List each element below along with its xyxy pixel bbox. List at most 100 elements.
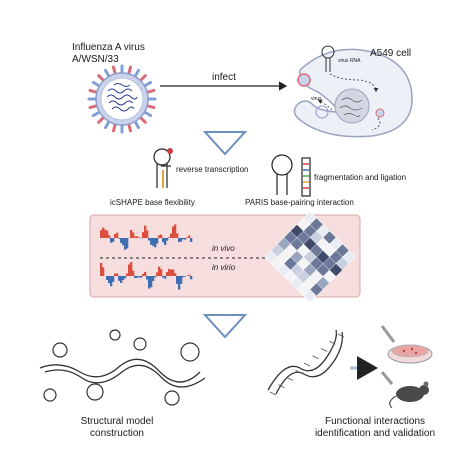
profile-bar: [100, 262, 103, 276]
profile-bar: [164, 276, 167, 279]
profile-bar: [142, 273, 145, 276]
virus-spike: [97, 115, 106, 124]
profile-bar: [140, 276, 143, 278]
profile-bar: [116, 273, 119, 276]
profile-bar: [118, 238, 121, 239]
virus-spike: [133, 68, 140, 78]
virus-spike: [143, 110, 153, 117]
virus-strain-name: Influenza A virus: [72, 42, 145, 53]
virus-spike: [145, 104, 156, 110]
profile-bar: [184, 276, 187, 277]
profile-bar: [136, 276, 139, 278]
profile-bar: [112, 238, 115, 242]
profile-bar: [146, 230, 149, 238]
profile-bar: [102, 267, 105, 276]
separator-bottom: [50, 314, 430, 339]
duplex-rung: [312, 355, 319, 360]
virus-spike: [127, 65, 133, 76]
duplex-rung: [337, 333, 345, 338]
profile-bar: [156, 238, 159, 244]
profile-bar: [174, 273, 177, 276]
profile-bar: [126, 273, 129, 276]
paris-step-label: fragmentation and ligation: [314, 173, 407, 182]
icshape-step-label: reverse transcription: [176, 165, 249, 174]
profile-bar: [112, 276, 115, 282]
virus-spike: [91, 81, 101, 88]
profile-bar: [188, 274, 191, 276]
profile-bar: [166, 272, 169, 276]
virus-spike: [138, 115, 147, 124]
profile-bar: [110, 238, 113, 243]
virus-spike: [138, 74, 147, 83]
profile-bar: [174, 224, 177, 238]
profile-bar: [108, 276, 111, 284]
profile-bar: [180, 238, 183, 242]
profile-bar: [178, 276, 181, 290]
profile-bar: [172, 226, 175, 238]
mouse-icon: [389, 381, 429, 409]
functional-subtitle: identification and validation: [314, 428, 436, 439]
profile-bar: [124, 238, 127, 250]
profile-bar: [136, 236, 139, 238]
profile-bar: [128, 264, 131, 276]
profile-bar: [166, 238, 169, 241]
profile-bar: [120, 276, 123, 283]
profile-bar: [106, 276, 109, 280]
paris-contact-heatmap: [264, 211, 356, 303]
profile-bar: [182, 276, 185, 278]
profile-bar: [164, 238, 167, 246]
virus-spike: [104, 120, 111, 130]
profile-bar: [158, 266, 161, 276]
profile-bar: [124, 276, 127, 279]
profile-bar: [160, 269, 163, 276]
rna-loop: [109, 329, 121, 341]
icshape-label: icSHAPE base flexibility: [110, 198, 195, 207]
profile-bar: [186, 237, 189, 238]
duplex-rung: [286, 377, 294, 381]
profile-bar: [148, 238, 151, 241]
profile-bar: [108, 235, 111, 238]
icshape-profile-in-vivo: [100, 224, 193, 250]
rna-structure-model: [39, 329, 206, 406]
profile-bar: [130, 229, 133, 238]
profile-bar: [100, 230, 103, 238]
paris-duplex-icon: [271, 154, 311, 197]
paris-label: PARIS base-pairing interaction: [245, 198, 354, 207]
profile-bar: [160, 234, 163, 238]
pipette-icon: [380, 325, 396, 385]
structural-model-subtitle: construction: [90, 428, 144, 439]
virus-spike: [88, 104, 99, 110]
duplex-rung: [320, 348, 328, 352]
profile-bar: [170, 269, 173, 276]
virus-spike: [133, 120, 140, 130]
profile-bar: [148, 276, 151, 289]
functional-title: Functional interactions: [324, 416, 426, 427]
duplex-rung: [295, 369, 302, 374]
profile-bar: [190, 238, 193, 242]
virus-small-label: virus: [311, 96, 322, 102]
profile-bar: [188, 235, 191, 238]
profile-bar: [118, 276, 121, 281]
profile-bar: [138, 237, 141, 238]
profile-bar: [150, 238, 153, 245]
profile-bar: [110, 276, 113, 287]
structural-model-title: Structural model: [80, 416, 154, 427]
profile-bar: [154, 276, 157, 278]
duplex-rung: [269, 391, 277, 396]
profile-bar: [116, 232, 119, 238]
profile-bar: [138, 276, 141, 278]
profile-bar: [144, 225, 147, 238]
profile-bar: [176, 233, 179, 238]
profile-bar: [184, 238, 187, 240]
profile-bar: [168, 268, 171, 276]
profile-bar: [146, 276, 149, 280]
profile-bar: [156, 272, 159, 276]
profile-bar: [104, 229, 107, 238]
profile-bar: [122, 238, 125, 246]
profile-bar: [162, 238, 165, 243]
virus-spike: [145, 88, 156, 94]
profile-bar: [132, 270, 135, 276]
virus-rna-label: virus RNA: [338, 58, 361, 64]
separator-top: [50, 131, 430, 156]
a549-cell-illustration: [293, 45, 413, 138]
